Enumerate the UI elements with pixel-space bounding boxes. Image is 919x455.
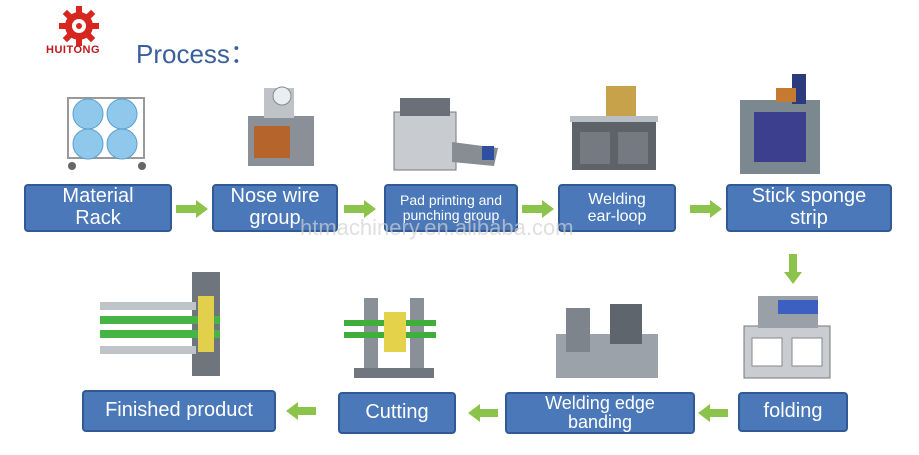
material-rack-image [67,97,146,170]
arrow-left-icon [286,402,316,420]
step-label: Stick sponge strip [751,185,867,229]
pad-printing-machine-image [393,98,498,171]
finished-product-machine-image [100,272,220,376]
step-label: Welding ear-loop [587,190,647,225]
folding-machine-image [743,296,831,379]
step-folding: folding [738,392,848,432]
edge-banding-machine-image [556,304,658,378]
sponge-strip-machine-image [740,74,820,174]
step-label: Cutting [365,401,429,424]
step-label: Material Rack [62,185,134,229]
arrow-right-icon [522,200,554,218]
step-finished-product: Finished product [82,390,276,432]
arrow-right-icon [690,200,722,218]
step-pad-printing-punching: Pad printing and punching group [384,184,518,232]
huitong-logo-icon [59,6,99,46]
step-welding-ear-loop: Welding ear-loop [558,184,676,232]
watermark: htmachinery.en.alibaba.com [300,215,574,240]
step-label: Welding edge banding [545,392,655,432]
arrow-left-icon [698,404,728,422]
arrow-right-icon [344,200,376,218]
brand-name: HUITONG [46,44,101,56]
arrow-left-icon [468,404,498,422]
step-label: Pad printing and punching group [400,191,502,223]
step-welding-edge-banding: Welding edge banding [505,392,695,434]
step-label: Nose wire group [230,185,320,229]
step-cutting: Cutting [338,392,456,434]
arrow-down-icon [784,254,802,284]
step-stick-sponge-strip: Stick sponge strip [726,184,892,232]
nose-wire-machine-image [248,86,314,166]
step-nose-wire-group: Nose wire group [212,184,338,232]
step-label: Finished product [105,399,253,422]
welding-ear-loop-machine-image [570,86,658,170]
step-material-rack: Material Rack [24,184,172,232]
page-title: Process： [136,39,256,69]
step-label: folding [763,400,823,423]
cutting-machine-image [344,298,436,378]
arrow-right-icon [176,200,208,218]
